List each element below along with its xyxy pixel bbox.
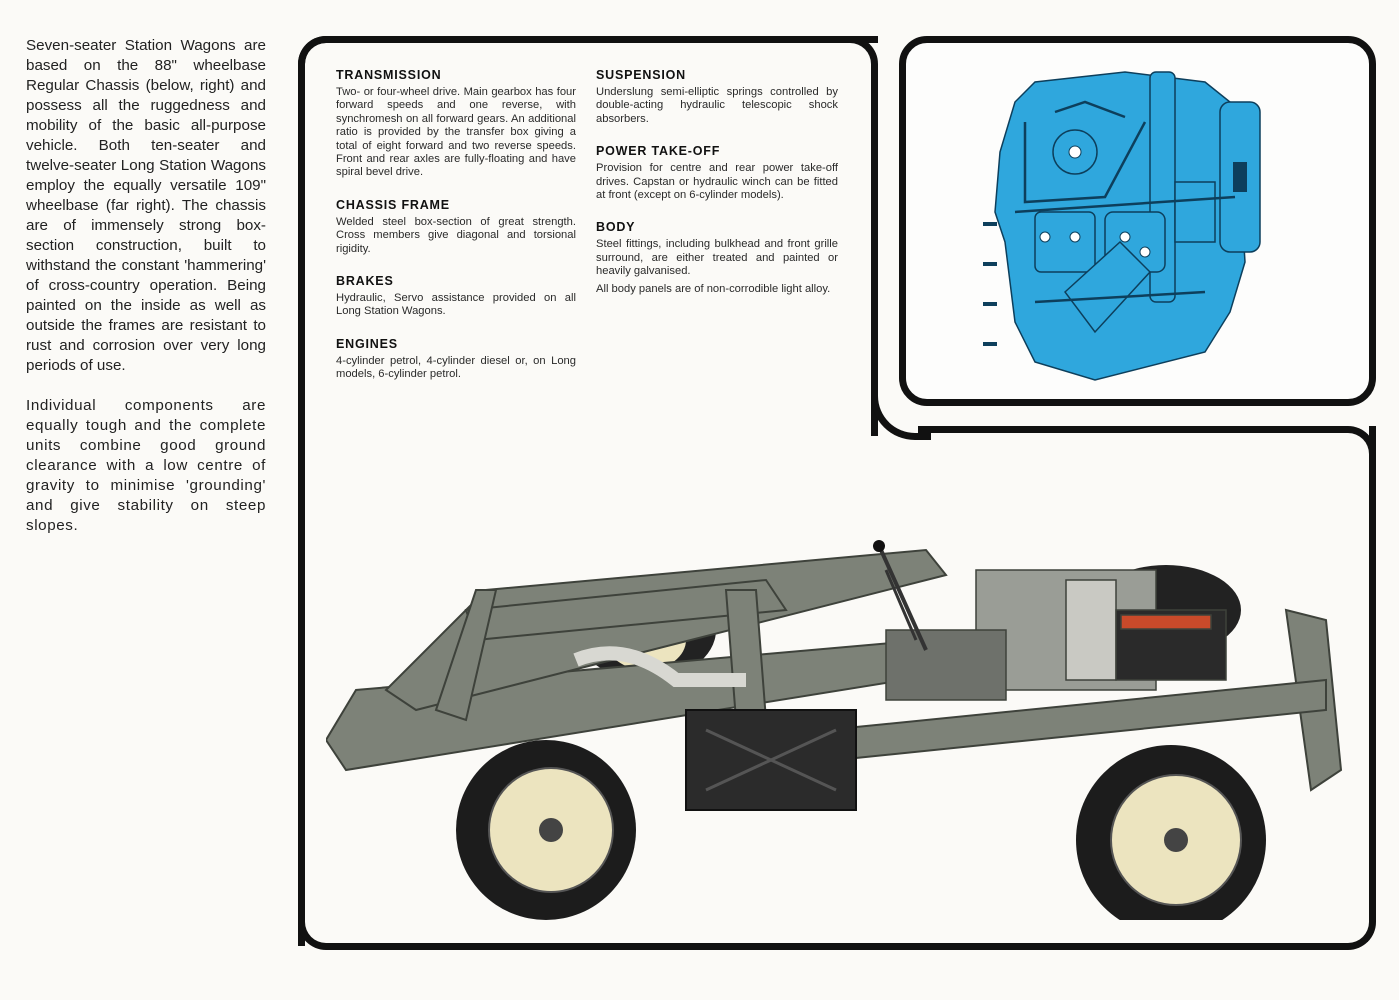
intro-paragraph-1: Seven-seater Station Wagons are based on…	[26, 37, 266, 374]
spec-heading: BODY	[596, 220, 636, 235]
spec-body: BODY Steel fittings, including bulkhead …	[596, 220, 838, 296]
spec-text: Provision for centre and rear power take…	[596, 162, 838, 202]
chassis-panel-frame	[298, 426, 1376, 950]
spec-heading: TRANSMISSION	[336, 68, 442, 82]
spec-text: Two- or four-wheel drive. Main gearbox h…	[336, 86, 576, 179]
spec-column-right: SUSPENSION Underslung semi-elliptic spri…	[596, 68, 838, 314]
spec-heading: POWER TAKE-OFF	[596, 144, 721, 159]
spec-chassis-frame: CHASSIS FRAME Welded steel box-section o…	[336, 198, 576, 256]
spec-text: Hydraulic, Servo assistance provided on …	[336, 292, 576, 318]
spec-text: All body panels are of non-corrodible li…	[596, 282, 831, 295]
spec-heading: ENGINES	[336, 336, 398, 351]
spec-column-left: TRANSMISSION Two- or four-wheel drive. M…	[336, 68, 576, 400]
spec-suspension: SUSPENSION Underslung semi-elliptic spri…	[596, 68, 838, 126]
spec-power-take-off: POWER TAKE-OFF Provision for centre and …	[596, 144, 838, 202]
chassis-illustration	[326, 540, 1343, 920]
spec-text: 4-cylinder petrol, 4-cylinder diesel or,…	[336, 354, 576, 381]
spec-heading: SUSPENSION	[596, 68, 686, 82]
rear-right-wheel	[1076, 745, 1266, 920]
spec-heading: BRAKES	[336, 274, 394, 289]
spec-transmission: TRANSMISSION Two- or four-wheel drive. M…	[336, 68, 576, 180]
spec-heading: CHASSIS FRAME	[336, 197, 450, 212]
spec-engines: ENGINES 4-cylinder petrol, 4-cylinder di…	[336, 337, 576, 382]
engine-illustration	[983, 71, 1261, 381]
front-left-wheel	[456, 740, 636, 920]
spec-text: Steel fittings, including bulkhead and f…	[596, 238, 838, 278]
spec-brakes: BRAKES Hydraulic, Servo assistance provi…	[336, 274, 576, 319]
spec-text: Underslung semi-elliptic springs control…	[596, 86, 838, 125]
frame-curve	[871, 380, 931, 440]
intro-paragraph-2: Individual components are equally tough …	[26, 397, 266, 534]
intro-text: Seven-seater Station Wagons are based on…	[26, 36, 266, 556]
spec-text: Welded steel box-section of great streng…	[336, 215, 576, 255]
